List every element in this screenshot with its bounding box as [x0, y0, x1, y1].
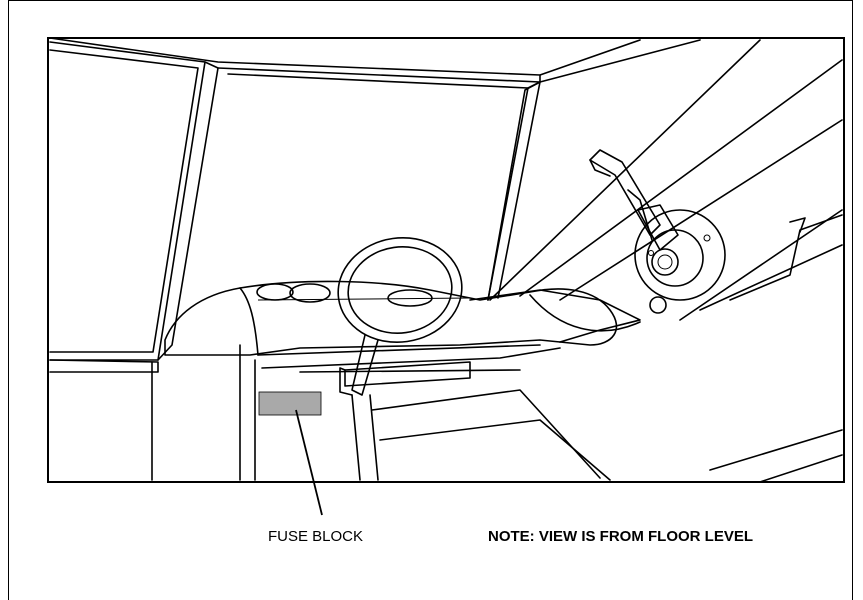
- cab-interior-illustration: [47, 37, 845, 516]
- column-shifter: [589, 149, 726, 314]
- dashboard: [164, 280, 618, 373]
- right-cab-structure: [489, 39, 843, 483]
- view-note: NOTE: VIEW IS FROM FLOOR LEVEL: [488, 528, 753, 545]
- fuse-block: [258, 391, 322, 416]
- windshield-panels: [49, 37, 641, 373]
- steering-column-shroud: [469, 289, 641, 343]
- page-border: [8, 0, 853, 600]
- lower-console: [151, 344, 611, 481]
- fuse-block-label: FUSE BLOCK: [268, 528, 364, 545]
- illustration-frame: [47, 37, 845, 483]
- fuse-block-leader-line: [295, 409, 323, 516]
- steering-wheel: [337, 236, 471, 396]
